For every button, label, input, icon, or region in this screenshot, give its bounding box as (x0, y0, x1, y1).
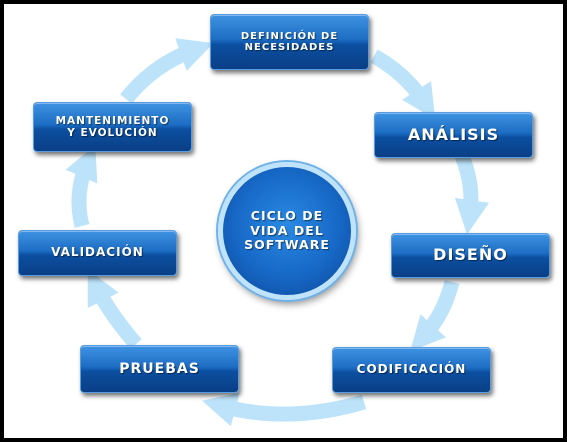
arrow-validacion-to-mantenimiento (65, 145, 98, 228)
center-circle: CICLO DE VIDA DEL SOFTWARE (218, 162, 356, 300)
stage-mantenimiento-y-evolucion: MANTENIMIENTO Y EVOLUCIÓN (33, 102, 192, 152)
center-label: CICLO DE VIDA DEL SOFTWARE (244, 208, 330, 253)
arrow-analisis-to-diseno (454, 153, 490, 235)
arrow-mantenimiento-to-definicion (120, 38, 214, 104)
arrow-codificacion-to-pruebas (202, 392, 367, 427)
arrow-pruebas-to-validacion (87, 269, 142, 349)
diagram-canvas: DEFINICIÓN DE NECESIDADES ANÁLISIS DISEÑ… (4, 4, 563, 438)
stage-pruebas: PRUEBAS (80, 345, 239, 393)
arrow-diseno-to-codificacion (410, 280, 460, 352)
stage-definicion-de-necesidades: DEFINICIÓN DE NECESIDADES (210, 14, 369, 70)
cycle-arrows (65, 38, 490, 427)
stage-analisis: ANÁLISIS (374, 112, 533, 158)
stage-codificacion: CODIFICACIÓN (332, 347, 491, 393)
arrow-definicion-to-analisis (370, 49, 436, 120)
stage-validacion: VALIDACIÓN (18, 230, 177, 276)
stage-diseno: DISEÑO (391, 233, 550, 278)
